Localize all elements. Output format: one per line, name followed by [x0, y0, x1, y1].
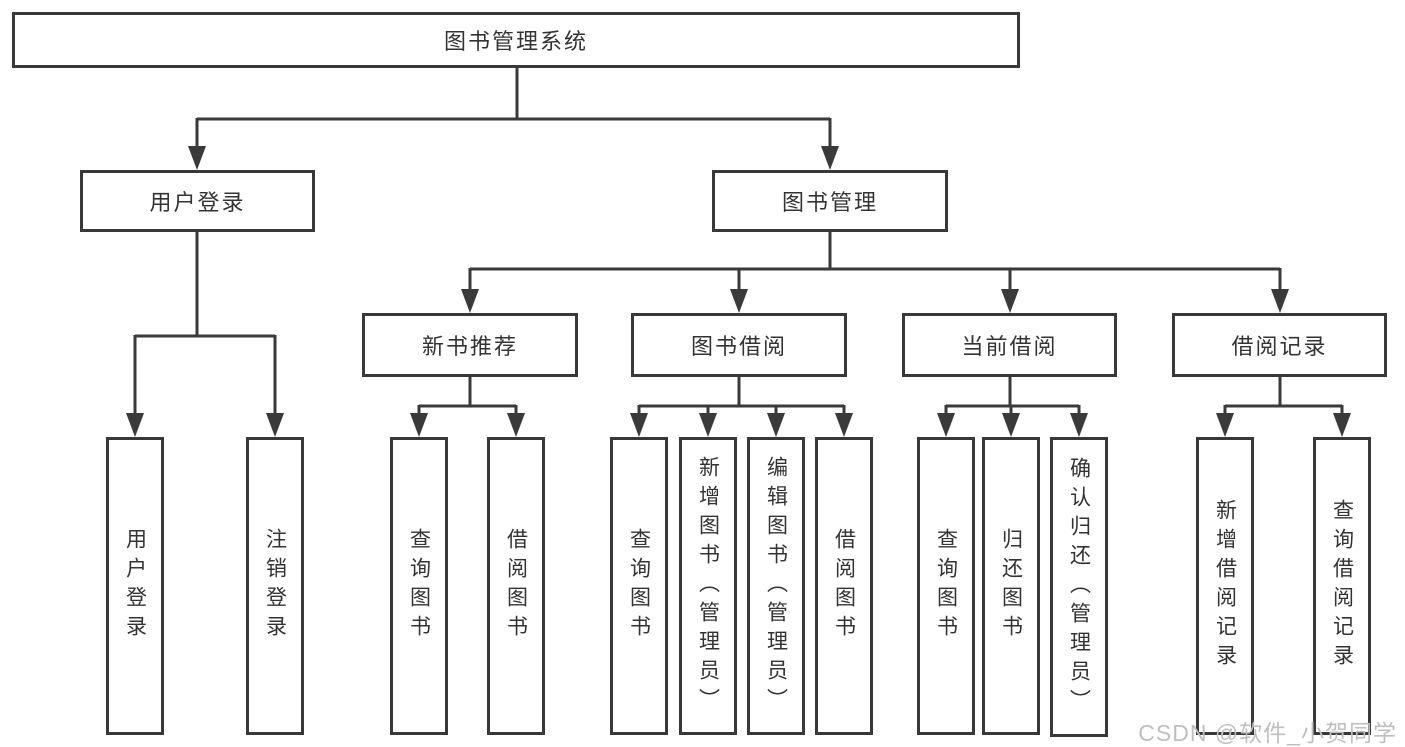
leaf-newbook-borrow-books: 借阅图书 [487, 437, 545, 735]
leaf-current-query-books: 查询图书 [917, 437, 975, 735]
arrowheads [126, 146, 1351, 437]
node-current-borrow: 当前借阅 [902, 313, 1117, 377]
node-user-login: 用户登录 [80, 170, 315, 232]
node-root-system: 图书管理系统 [12, 12, 1020, 68]
leaf-newbook-query-books: 查询图书 [390, 437, 448, 735]
leaf-logout: 注销登录 [246, 437, 304, 735]
leaf-borrow-edit-books-admin: 编辑图书（管理员） [747, 437, 805, 735]
leaf-current-return-books: 归还图书 [982, 437, 1040, 735]
leaf-records-add-record: 新增借阅记录 [1196, 437, 1254, 735]
node-new-book-recommend: 新书推荐 [362, 313, 578, 377]
node-borrow-records: 借阅记录 [1172, 313, 1387, 377]
leaf-user-login: 用户登录 [106, 437, 164, 735]
leaf-borrow-add-books-admin: 新增图书（管理员） [679, 437, 737, 735]
node-book-borrow: 图书借阅 [631, 313, 847, 377]
csdn-watermark: CSDN @软件_小贺同学 [1138, 720, 1397, 746]
node-book-management: 图书管理 [712, 170, 948, 232]
leaf-borrow-query-books: 查询图书 [610, 437, 668, 735]
leaf-current-confirm-return-admin: 确认归还（管理员） [1050, 437, 1108, 737]
leaf-records-query-record: 查询借阅记录 [1313, 437, 1371, 735]
leaf-borrow-borrow-books: 借阅图书 [815, 437, 873, 735]
